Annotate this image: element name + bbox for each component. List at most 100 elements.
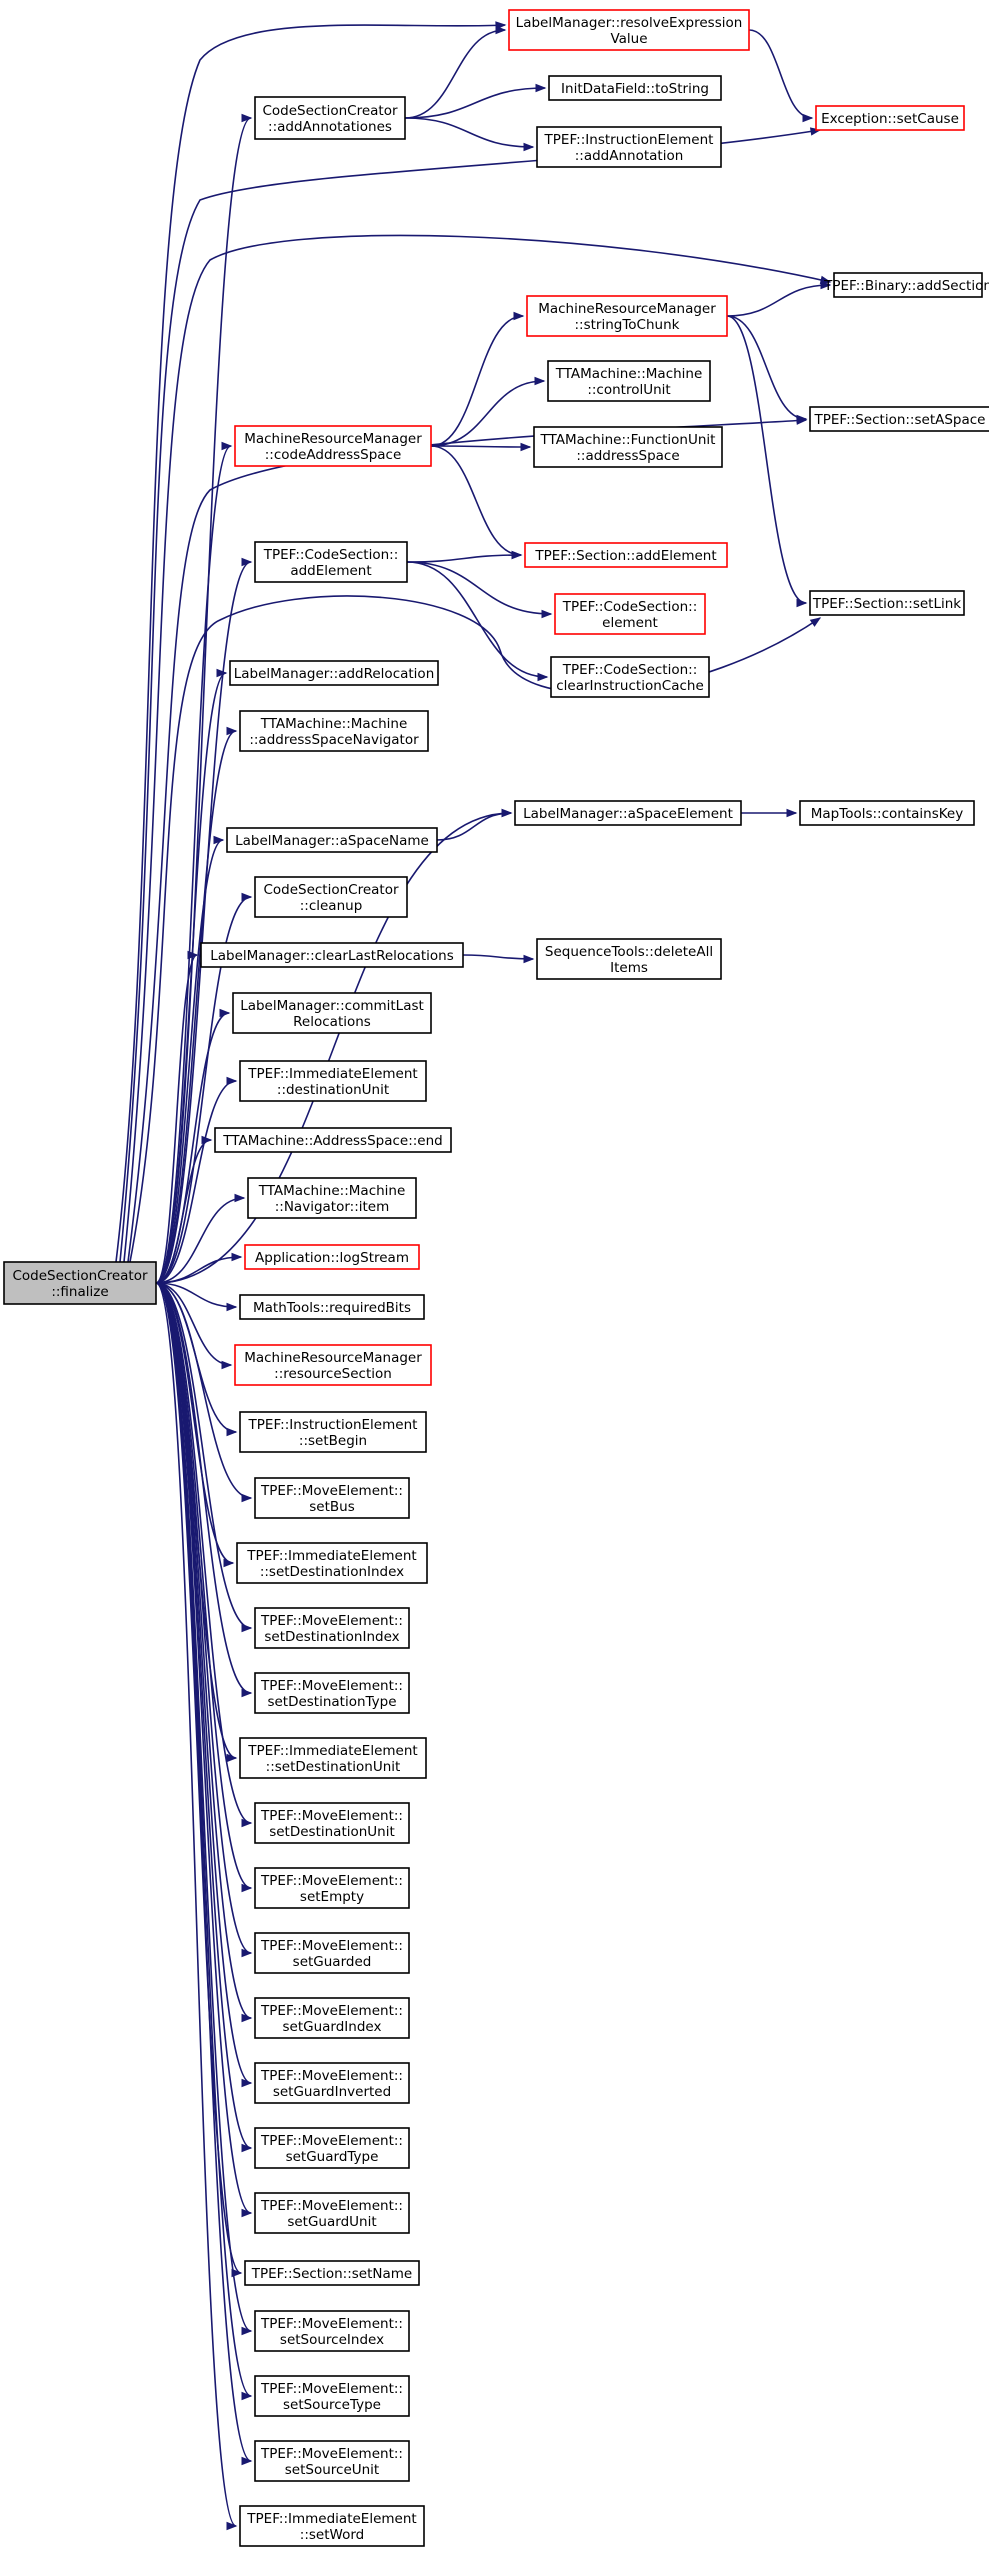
node-tpef-codesection-addelement[interactable]: TPEF::CodeSection::addElement [254, 541, 408, 583]
node-tpef-instructionelement-setbegin[interactable]: TPEF::InstructionElement::setBegin [239, 1411, 427, 1453]
node-tpef-moveelement-setdestinationtype[interactable]: TPEF::MoveElement::setDestinationType [254, 1672, 410, 1714]
node-label-line: MachineResourceManager [244, 1350, 422, 1366]
node-tpef-section-setlink[interactable]: TPEF::Section::setLink [809, 590, 965, 616]
edge-n0-to-n18 [155, 730, 237, 1284]
arrowhead-n0-to-n29 [231, 1252, 243, 1262]
node-label-line: LabelManager::aSpaceElement [523, 806, 733, 822]
edge-n0-to-n39 [155, 1282, 252, 1889]
arrowhead-n2-to-n1 [495, 25, 507, 35]
node-labelmanager-aspaceelement[interactable]: LabelManager::aSpaceElement [514, 800, 742, 826]
node-box [833, 272, 983, 298]
arrowhead-n7-to-n14 [796, 598, 808, 608]
node-tpef-section-setname[interactable]: TPEF::Section::setName [244, 2260, 420, 2286]
arrowhead-n7-to-n6 [820, 280, 832, 290]
edge-n10-to-n7 [430, 315, 524, 447]
node-label-line: setSourceIndex [280, 2332, 384, 2348]
edge-n0-to-n30 [155, 1282, 237, 1308]
node-ttamachine-functionunit-addressspace[interactable]: TTAMachine::FunctionUnit::addressSpace [533, 426, 723, 468]
node-tpef-moveelement-setguarded[interactable]: TPEF::MoveElement::setGuarded [254, 1932, 410, 1974]
node-tpef-instructionelement-addannotation[interactable]: TPEF::InstructionElement::addAnnotation [536, 126, 722, 168]
node-box [536, 938, 722, 980]
node-machineresourcemanager-stringtochunk[interactable]: MachineResourceManager::stringToChunk [526, 295, 728, 337]
node-tpef-section-setaspace[interactable]: TPEF::Section::setASpace [809, 406, 989, 432]
node-tpef-moveelement-setsourcetype[interactable]: TPEF::MoveElement::setSourceType [254, 2375, 410, 2417]
arrowhead-n7-to-n9 [796, 414, 808, 424]
edge-n0-to-n22 [155, 896, 252, 1284]
node-label-line: MapTools::containsKey [811, 806, 963, 822]
node-label-line: ::addAnnotationes [268, 119, 392, 135]
arrowhead-n0-to-n39 [241, 1883, 253, 1893]
node-tpef-moveelement-setguardindex[interactable]: TPEF::MoveElement::setGuardIndex [254, 1997, 410, 2039]
node-label-line: Relocations [293, 1014, 371, 1030]
arrowhead-n1-to-n5 [802, 113, 814, 123]
node-label-line: MachineResourceManager [244, 431, 422, 447]
node-label-line: TPEF::MoveElement:: [260, 2316, 403, 2332]
node-tpef-codesection-element[interactable]: TPEF::CodeSection::element [554, 593, 706, 635]
node-labelmanager-clearlastrelocations[interactable]: LabelManager::clearLastRelocations [200, 942, 464, 968]
node-label-line: ::destinationUnit [277, 1082, 389, 1098]
node-tpef-moveelement-setguardtype[interactable]: TPEF::MoveElement::setGuardType [254, 2127, 410, 2169]
node-label-line: setGuarded [293, 1954, 372, 1970]
arrowhead-n0-to-n37 [226, 1753, 238, 1763]
node-tpef-moveelement-setdestinationindex[interactable]: TPEF::MoveElement::setDestinationIndex [254, 1607, 410, 1649]
node-label-line: ::setBegin [299, 1433, 367, 1449]
node-label-line: TPEF::MoveElement:: [260, 2381, 403, 2397]
edge-n0-to-n12 [155, 561, 252, 1284]
node-ttamachine-addressspace-end[interactable]: TTAMachine::AddressSpace::end [214, 1127, 452, 1153]
node-ttamachine-machine-addressspacenavigator[interactable]: TTAMachine::Machine::addressSpaceNavigat… [239, 710, 429, 752]
node-tpef-immediateelement-setdestinationunit[interactable]: TPEF::ImmediateElement::setDestinationUn… [239, 1737, 427, 1779]
node-label-line: InitDataField::toString [561, 81, 709, 97]
node-tpef-moveelement-setguardinverted[interactable]: TPEF::MoveElement::setGuardInverted [254, 2062, 410, 2104]
edge-n23-to-n24 [462, 954, 534, 960]
node-ttamachine-machine-controlunit[interactable]: TTAMachine::Machine::controlUnit [547, 360, 711, 402]
edge-n0-to-n26 [155, 1080, 237, 1284]
node-machineresourcemanager-resourcesection[interactable]: MachineResourceManager::resourceSection [234, 1344, 432, 1386]
edge-n0-to-n14 [129, 595, 821, 1263]
node-box [254, 2062, 410, 2104]
node-exception-setcause[interactable]: Exception::setCause [815, 105, 965, 131]
node-box [214, 1127, 452, 1153]
node-tpef-moveelement-setempty[interactable]: TPEF::MoveElement::setEmpty [254, 1867, 410, 1909]
node-box [799, 800, 975, 826]
node-application-logstream[interactable]: Application::logStream [244, 1244, 420, 1270]
node-labelmanager-addrelocation[interactable]: LabelManager::addRelocation [229, 660, 439, 686]
node-tpef-immediateelement-setword[interactable]: TPEF::ImmediateElement::setWord [239, 2505, 425, 2547]
node-tpef-moveelement-setbus[interactable]: TPEF::MoveElement::setBus [254, 1477, 410, 1519]
node-label-line: TPEF::InstructionElement [248, 1417, 418, 1433]
node-machineresourcemanager-codeaddressspace[interactable]: MachineResourceManager::codeAddressSpace [234, 425, 432, 467]
node-box [254, 1867, 410, 1909]
node-initdatafield-tostring[interactable]: InitDataField::toString [548, 75, 722, 101]
node-tpef-immediateelement-setdestinationindex[interactable]: TPEF::ImmediateElement::setDestinationIn… [236, 1542, 428, 1584]
node-box [554, 593, 706, 635]
node-label-line: ::setDestinationUnit [266, 1759, 401, 1775]
node-mathtools-requiredbits[interactable]: MathTools::requiredBits [239, 1294, 425, 1320]
node-ttamachine-machine-navigator-item[interactable]: TTAMachine::Machine::Navigator::item [247, 1177, 417, 1219]
node-label-line: LabelManager::aSpaceName [235, 833, 429, 849]
node-codesectioncreator-cleanup[interactable]: CodeSectionCreator::cleanup [254, 876, 408, 918]
node-tpef-moveelement-setdestinationunit[interactable]: TPEF::MoveElement::setDestinationUnit [254, 1802, 410, 1844]
node-tpef-moveelement-setsourceindex[interactable]: TPEF::MoveElement::setSourceIndex [254, 2310, 410, 2352]
arrowhead-n0-to-n41 [241, 2013, 253, 2023]
node-tpef-moveelement-setsourceunit[interactable]: TPEF::MoveElement::setSourceUnit [254, 2440, 410, 2482]
edge-n0-to-n10 [155, 445, 232, 1284]
node-box [234, 425, 432, 467]
edge-n7-to-n9 [726, 315, 807, 420]
node-box [548, 75, 722, 101]
node-label-line: LabelManager::resolveExpression [516, 15, 743, 31]
node-box [536, 126, 722, 168]
node-codesectioncreator-addannotationes[interactable]: CodeSectionCreator::addAnnotationes [254, 96, 406, 140]
edge-n0-to-n2 [155, 117, 252, 1284]
node-tpef-binary-addsection[interactable]: TPEF::Binary::addSection [823, 272, 989, 298]
node-box [514, 800, 742, 826]
node-tpef-section-addelement[interactable]: TPEF::Section::addElement [524, 542, 728, 568]
node-labelmanager-aspacename[interactable]: LabelManager::aSpaceName [226, 827, 438, 853]
node-label-line: Value [610, 31, 647, 47]
node-tpef-moveelement-setguardunit[interactable]: TPEF::MoveElement::setGuardUnit [254, 2192, 410, 2234]
node-tpef-codesection-clearinstructioncache[interactable]: TPEF::CodeSection::clearInstructionCache [550, 656, 710, 698]
node-maptools-containskey[interactable]: MapTools::containsKey [799, 800, 975, 826]
node-tpef-immediateelement-destinationunit[interactable]: TPEF::ImmediateElement::destinationUnit [239, 1060, 427, 1102]
